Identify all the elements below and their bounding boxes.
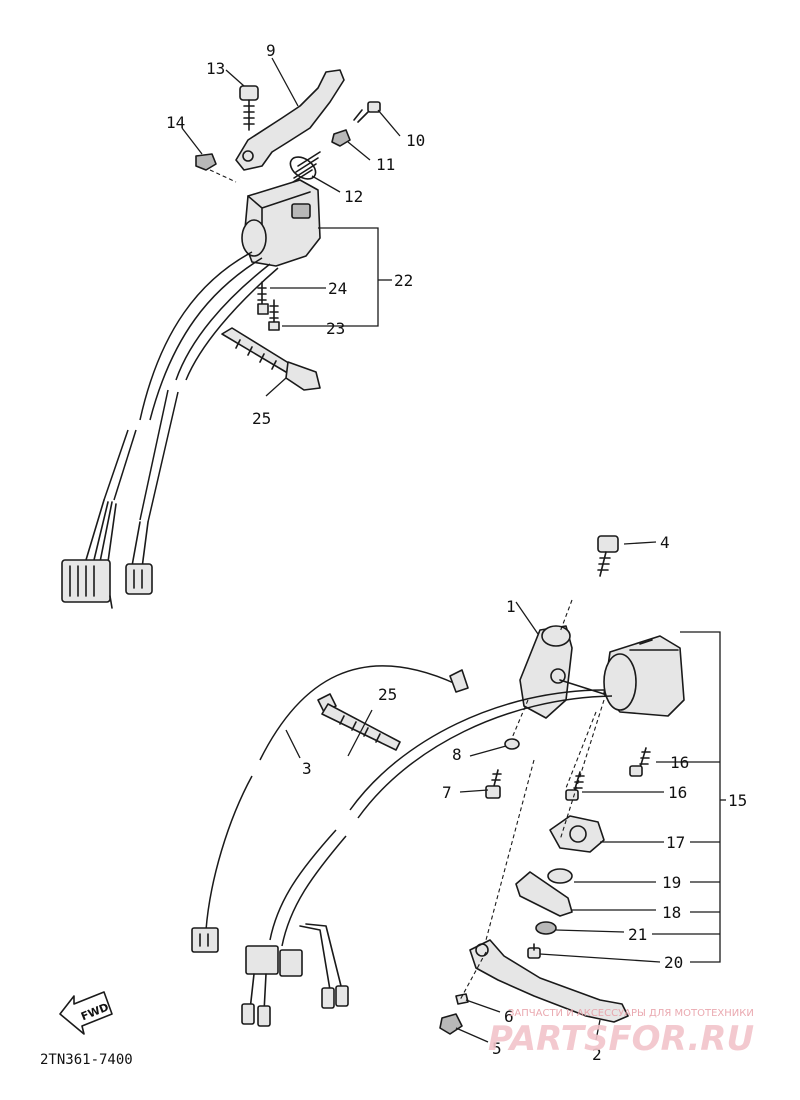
master-cylinder-1 [519, 625, 605, 719]
callout-7: 7 [442, 783, 452, 802]
callout-25-top: 25 [252, 409, 271, 428]
nut-14 [195, 153, 217, 171]
callout-10: 10 [406, 131, 425, 150]
cable-3 [191, 665, 469, 953]
callout-16-a: 16 [670, 753, 689, 772]
callout-25-bottom: 25 [378, 685, 397, 704]
cable-tie-25-bottom [317, 693, 401, 751]
washer-19 [547, 868, 573, 884]
handlebar-switch-22 [241, 179, 321, 267]
forward-arrow-icon: FWD [59, 991, 113, 1035]
cable-tie-25-top [221, 327, 321, 391]
wiring-harness-top [61, 251, 279, 609]
callout-8: 8 [452, 745, 462, 764]
watermark-logo: PARTSFOR.RU [488, 1019, 754, 1059]
wiring-harness-bottom [241, 689, 613, 1027]
pivot-bolt-13 [239, 85, 259, 131]
leader-lines [181, 57, 726, 1043]
screw-16-b [565, 771, 585, 801]
diagram-code: 2TN361-7400 [40, 1052, 133, 1068]
bolt-4 [597, 535, 619, 577]
spring-12 [289, 151, 321, 185]
callout-12: 12 [344, 187, 363, 206]
callout-13: 13 [206, 59, 225, 78]
holder-18 [515, 871, 573, 917]
callout-11: 11 [376, 155, 395, 174]
callout-5: 5 [492, 1039, 502, 1058]
collar-21 [535, 921, 557, 935]
nut-11 [331, 129, 351, 147]
handlebar-switch-15 [603, 635, 685, 717]
washer-8 [504, 738, 520, 750]
screw-23 [268, 299, 280, 331]
screw-10 [353, 101, 381, 123]
throttle-pulley-17 [549, 815, 605, 853]
screw-20 [527, 943, 541, 959]
callout-22: 22 [394, 271, 413, 290]
screw-16-a [629, 747, 651, 777]
watermark-tagline: ЗАПЧАСТИ И АКСЕССУАРЫ ДЛЯ МОТОТЕХНИКИ [508, 1008, 754, 1019]
callout-9: 9 [266, 41, 276, 60]
watermark: ЗАПЧАСТИ И АКСЕССУАРЫ ДЛЯ МОТОТЕХНИКИ PA… [488, 1008, 754, 1059]
brake-lever-2 [469, 939, 629, 1023]
callout-20: 20 [664, 953, 683, 972]
callout-labels: 9 13 14 10 11 12 22 24 23 25 4 1 25 3 8 … [166, 41, 747, 1064]
callout-2: 2 [592, 1045, 602, 1064]
callout-1: 1 [506, 597, 516, 616]
callout-6: 6 [504, 1007, 514, 1026]
callout-21: 21 [628, 925, 647, 944]
bolt-7 [485, 769, 502, 799]
callout-17: 17 [666, 833, 685, 852]
callout-4: 4 [660, 533, 670, 552]
callout-3: 3 [302, 759, 312, 778]
clutch-lever-9 [235, 69, 345, 171]
callout-18: 18 [662, 903, 681, 922]
callout-16-b: 16 [668, 783, 687, 802]
callout-14: 14 [166, 113, 185, 132]
callout-15: 15 [728, 791, 747, 810]
callout-23: 23 [326, 319, 345, 338]
nut-5 [439, 1013, 463, 1035]
screw-24 [257, 281, 269, 315]
pin-6 [455, 993, 469, 1005]
callout-24: 24 [328, 279, 347, 298]
callout-19: 19 [662, 873, 681, 892]
